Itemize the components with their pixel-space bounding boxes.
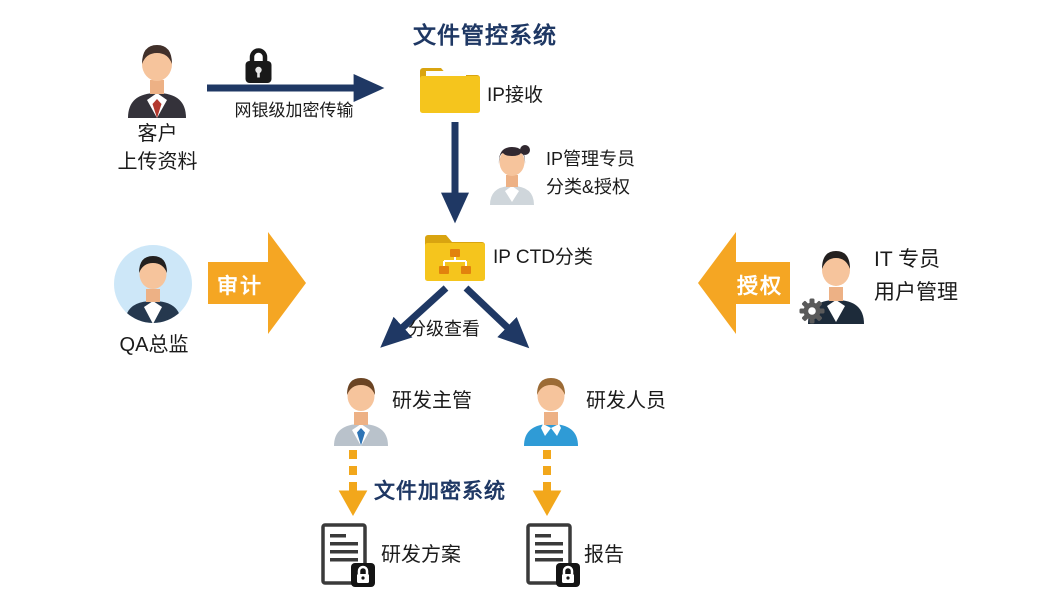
it-specialist-label: IT 专员 用户管理 (874, 243, 958, 309)
ip-ctd-label: IP CTD分类 (493, 247, 593, 268)
lock-badge-icon (556, 563, 580, 587)
ip-manager-label-line2: 分类&授权 (546, 177, 631, 197)
arrow-ctd-to-supervisor (380, 285, 449, 348)
ip-manager-label-line1: IP管理专员 (546, 149, 636, 169)
female-specialist-icon (490, 145, 534, 205)
male-supervisor-icon (334, 378, 388, 446)
male-staff-icon (524, 378, 578, 446)
lock-badge-icon (351, 563, 375, 587)
padlock-icon (245, 48, 272, 83)
audit-arrow-label: 审计 (217, 275, 263, 298)
rd-plan-label: 研发方案 (381, 544, 461, 566)
customer-label: 客户 上传资料 (95, 120, 220, 176)
authorize-arrow-label: 授权 (737, 275, 783, 298)
authorize-block-arrow (698, 232, 790, 334)
ip-manager-label: IP管理专员 分类&授权 (546, 145, 635, 201)
qa-avatar-circle-icon (114, 245, 192, 323)
it-person-gear-icon (799, 251, 864, 324)
locked-document-icon (321, 523, 375, 587)
gear-icon (799, 298, 825, 324)
arrow-ctd-to-staff (463, 285, 530, 349)
audit-block-arrow (208, 232, 306, 334)
hierarchy-glyph-icon (439, 249, 471, 274)
it-specialist-label-line1: IT 专员 (874, 248, 941, 271)
report-label: 报告 (584, 544, 624, 566)
title-file-encryption-system: 文件加密系统 (374, 480, 506, 503)
it-specialist-label-line2: 用户管理 (874, 281, 958, 304)
folder-hierarchy-icon (425, 235, 485, 281)
business-person-icon (128, 45, 186, 118)
encrypted-transfer-label: 网银级加密传输 (234, 101, 354, 120)
locked-document-icon (526, 523, 580, 587)
rd-supervisor-label: 研发主管 (392, 390, 472, 412)
rd-staff-label: 研发人员 (586, 390, 666, 412)
title-file-control-system: 文件管控系统 (413, 22, 557, 48)
customer-label-line2: 上传资料 (117, 151, 198, 173)
customer-label-line1: 客户 (137, 123, 178, 145)
tiered-view-label: 分级查看 (408, 319, 480, 339)
ip-receive-label: IP接收 (487, 85, 543, 106)
qa-director-label: QA总监 (119, 334, 189, 356)
folder-icon (420, 68, 480, 113)
